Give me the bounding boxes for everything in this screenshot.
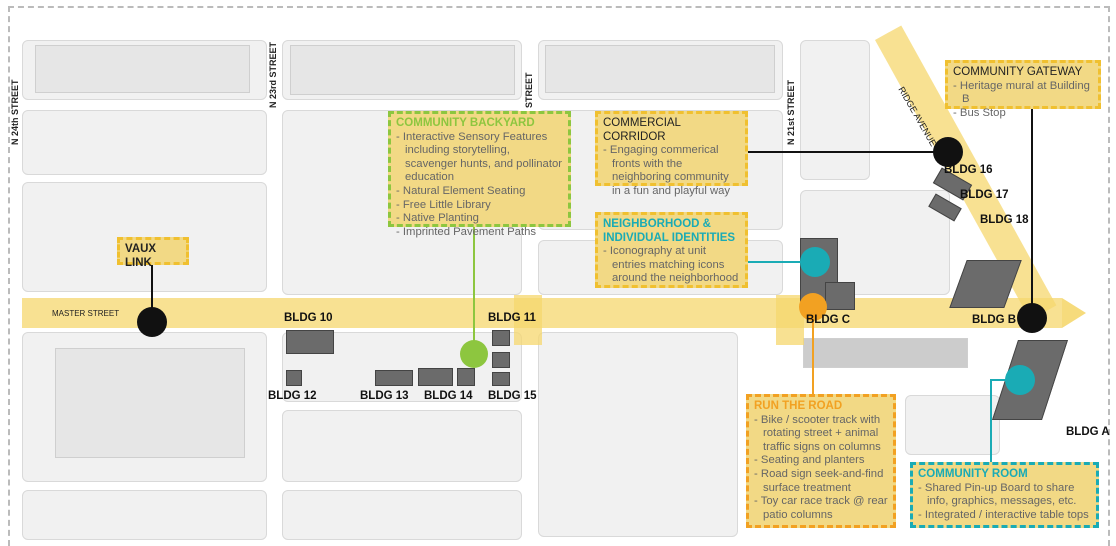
callout-title: COMMUNITY GATEWAY [953, 66, 1083, 78]
callout-title: RUN THE ROAD [754, 400, 843, 412]
callout-item: Natural Element Seating [396, 185, 563, 199]
callout-item: Iconography at unit entries matching ico… [603, 245, 740, 286]
room-marker[interactable] [1005, 365, 1035, 395]
street-label-n22: STREET [524, 72, 534, 108]
callout-vaux-link: VAUX LINK [117, 237, 189, 269]
master-street-band [22, 298, 1062, 328]
backyard-marker[interactable] [460, 340, 488, 368]
master-street-arrow [1062, 298, 1086, 328]
bldg-a-label: BLDG A [1066, 426, 1110, 438]
commercial-leader-line [747, 151, 948, 153]
bldg-17-label: BLDG 17 [960, 189, 1009, 201]
room-leader-line [990, 380, 992, 462]
vaux-marker[interactable] [137, 307, 167, 337]
bldg-16-marker[interactable] [933, 137, 963, 167]
callout-item: Toy car race track @ rear patio columns [754, 495, 888, 522]
bldg-11-label: BLDG 11 [488, 312, 536, 324]
callout-item: Native Planting [396, 212, 563, 226]
bldg-16-label: BLDG 16 [944, 164, 993, 176]
bldg-b-marker[interactable] [1017, 303, 1047, 333]
callout-neighborhood-identities: NEIGHBORHOOD & INDIVIDUAL IDENTITIES Ico… [595, 212, 748, 288]
vaux-leader-line [151, 265, 153, 322]
bldg-11-plaza [514, 295, 542, 345]
callout-item: Free Little Library [396, 199, 563, 213]
map-frame [8, 6, 1110, 546]
callout-title: COMMUNITY BACKYARD [396, 117, 535, 129]
callout-run-the-road: RUN THE ROAD Bike / scooter track with r… [746, 394, 896, 528]
callout-item: Bus Stop [953, 107, 1093, 121]
callout-title: COMMUNITY ROOM [918, 468, 1028, 480]
bldg-14-label: BLDG 14 [424, 390, 473, 402]
callout-title: VAUX LINK [125, 243, 157, 269]
callout-item: Seating and planters [754, 454, 888, 468]
bldg-15-label: BLDG 15 [488, 390, 537, 402]
callout-item: Engaging commerical fronts with the neig… [603, 144, 740, 198]
bldg-12-label: BLDG 12 [268, 390, 317, 402]
street-label-n24: N 24th STREET [10, 79, 20, 145]
callout-commercial-corridor: COMMERCIAL CORRIDOR Engaging commerical … [595, 111, 748, 197]
street-label-n23: N 23rd STREET [268, 41, 278, 108]
callout-title: NEIGHBORHOOD & INDIVIDUAL IDENTITIES [603, 218, 736, 244]
callout-item: Heritage mural at Building B [953, 80, 1093, 107]
callout-title: COMMERCIAL CORRIDOR [603, 117, 681, 143]
callout-community-room: COMMUNITY ROOM Shared Pin-up Board to sh… [910, 462, 1099, 528]
street-label-n21: N 21st STREET [786, 79, 796, 145]
bldg-13-label: BLDG 13 [360, 390, 409, 402]
road-marker[interactable] [799, 293, 827, 321]
callout-community-gateway: COMMUNITY GATEWAY Heritage mural at Buil… [945, 60, 1101, 119]
bldg-c-label: BLDG C [806, 314, 851, 326]
road-leader-line [812, 307, 814, 394]
backyard-leader-line [473, 226, 475, 354]
callout-community-backyard: COMMUNITY BACKYARD Interactive Sensory F… [388, 111, 571, 238]
callout-item: Interactive Sensory Features including s… [396, 131, 563, 185]
identities-marker[interactable] [800, 247, 830, 277]
callout-item: Integrated / interactive table tops [918, 509, 1091, 523]
bldg-10-label: BLDG 10 [284, 312, 333, 324]
callout-item: Road sign seek-and-find surface treatmen… [754, 468, 888, 495]
bldg-18-label: BLDG 18 [980, 214, 1029, 226]
identities-leader-line [747, 261, 815, 263]
gateway-leader-line [1031, 108, 1033, 318]
callout-item: Shared Pin-up Board to share info, graph… [918, 482, 1091, 509]
bldg-b-label: BLDG B [972, 314, 1017, 326]
street-label-master: MASTER STREET [52, 309, 120, 318]
callout-item: Imprinted Pavement Paths [396, 226, 563, 240]
callout-item: Bike / scooter track with rotating stree… [754, 414, 888, 455]
